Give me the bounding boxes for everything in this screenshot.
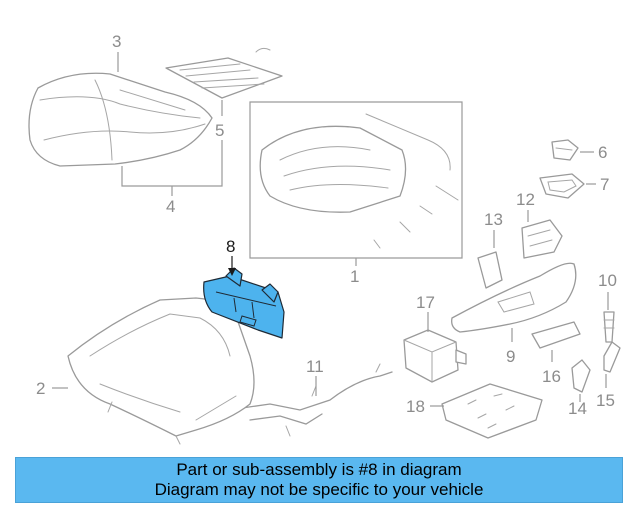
part-5-heater-pad[interactable] <box>165 47 283 99</box>
callout-3: 3 <box>112 32 121 51</box>
callout-12: 12 <box>516 190 535 209</box>
callout-14: 14 <box>568 399 587 418</box>
part-14-knob[interactable] <box>571 359 591 393</box>
callout-11: 11 <box>306 357 324 376</box>
callout-6: 6 <box>598 143 607 162</box>
callout-16: 16 <box>542 367 561 386</box>
callout-1: 1 <box>350 267 359 286</box>
parts-diagram: 3 5 4 1 6 7 12 13 <box>28 32 621 445</box>
banner-line-2: Diagram may not be specific to your vehi… <box>154 480 484 499</box>
part-16-switch-knob[interactable] <box>531 321 581 349</box>
part-9-side-shield[interactable] <box>451 262 577 333</box>
callout-18: 18 <box>406 397 425 416</box>
part-8-highlighted[interactable] <box>203 267 285 339</box>
callout-10: 10 <box>598 271 617 290</box>
part-13-knob[interactable] <box>477 251 503 289</box>
part-18-pad[interactable] <box>441 383 543 439</box>
callout-4: 4 <box>166 197 175 216</box>
part-10-bolt[interactable] <box>603 311 615 343</box>
callout-5: 5 <box>215 121 224 140</box>
callout-15: 15 <box>596 391 615 410</box>
callout-8: 8 <box>226 237 235 256</box>
part-7-bezel[interactable] <box>539 173 585 199</box>
part-11-wiring-harness[interactable] <box>241 363 393 437</box>
callout-17: 17 <box>416 293 435 312</box>
part-2-seat-frame[interactable] <box>67 297 255 445</box>
part-17-control-module[interactable] <box>403 329 467 383</box>
callout-9: 9 <box>506 347 515 366</box>
info-banner: Part or sub-assembly is #8 in diagram Di… <box>15 457 623 503</box>
callout-2: 2 <box>36 379 45 398</box>
callout-7: 7 <box>600 175 609 194</box>
part-12-switch[interactable] <box>521 219 563 259</box>
banner-line-1: Part or sub-assembly is #8 in diagram <box>176 460 462 479</box>
part-15-cover[interactable] <box>603 341 621 373</box>
part-1-frame-assembly-box[interactable] <box>249 101 463 259</box>
part-6-clip[interactable] <box>551 139 579 161</box>
part-3-cushion-cover[interactable] <box>28 72 213 167</box>
callout-13: 13 <box>484 210 503 229</box>
